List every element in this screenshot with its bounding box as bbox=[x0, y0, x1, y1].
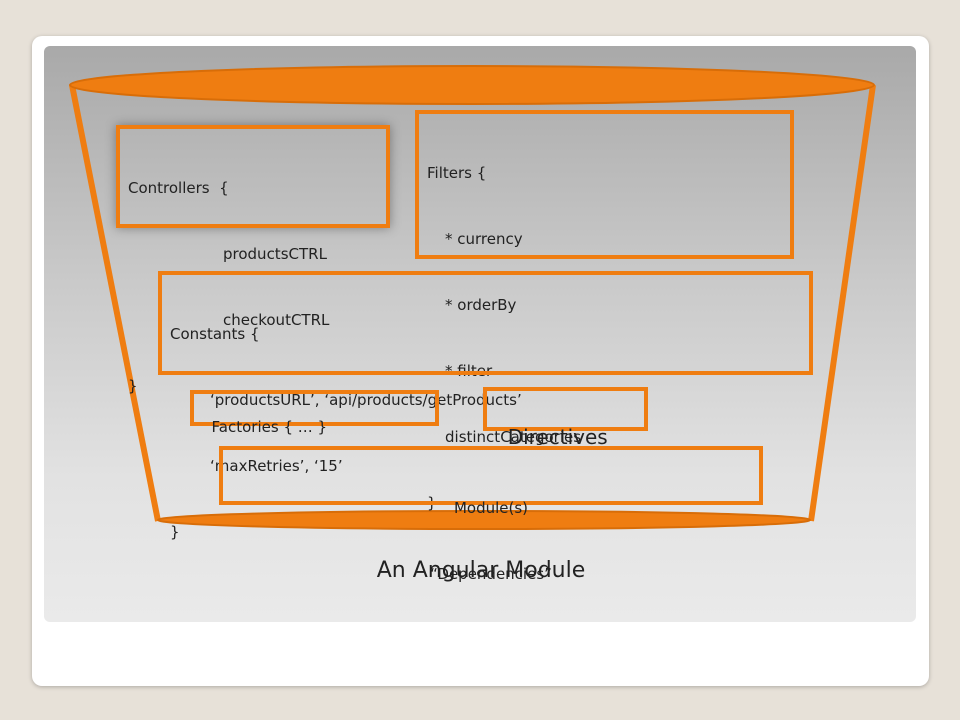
constants-item-max-retries: ‘maxRetries’, ‘15’ bbox=[210, 457, 343, 475]
controllers-title: Controllers { bbox=[128, 179, 229, 197]
filters-item-currency: * currency bbox=[445, 230, 523, 248]
bucket-left-side bbox=[69, 84, 161, 522]
controllers-box: Controllers { productsCTRL checkoutCTRL … bbox=[116, 125, 390, 395]
bucket-right-side bbox=[808, 84, 876, 522]
dependencies-label: “Dependencies” bbox=[430, 565, 552, 583]
factories-label: Factories { … } bbox=[211, 418, 328, 436]
controllers-item-checkout: checkoutCTRL bbox=[223, 311, 330, 329]
bucket-bottom-ellipse bbox=[157, 510, 811, 530]
modules-box: Module(s) “Dependencies” bbox=[219, 446, 763, 583]
directives-label: Directives bbox=[507, 425, 608, 449]
constants-item-products-url: ‘productsURL’, ‘api/products/getProducts… bbox=[210, 391, 522, 409]
constants-title: Constants { bbox=[170, 325, 260, 343]
constants-close: } bbox=[170, 523, 180, 541]
constants-box: Constants { ‘productsURL’, ‘api/products… bbox=[158, 271, 813, 541]
filters-item-distinct-categories: distinctCategories bbox=[445, 428, 582, 446]
diagram-caption: An Angular Module bbox=[376, 558, 586, 583]
filters-item-orderby: * orderBy bbox=[445, 296, 517, 314]
modules-label: Module(s) bbox=[453, 499, 529, 517]
bucket-top-ellipse bbox=[69, 65, 875, 105]
controllers-item-products: productsCTRL bbox=[223, 245, 327, 263]
controllers-close: } bbox=[128, 377, 138, 395]
directives-box: Directives bbox=[483, 387, 648, 449]
filters-title: Filters { bbox=[427, 164, 487, 182]
factories-box: Factories { … } bbox=[190, 390, 439, 436]
filters-box: Filters { * currency * orderBy * filter … bbox=[415, 110, 794, 512]
